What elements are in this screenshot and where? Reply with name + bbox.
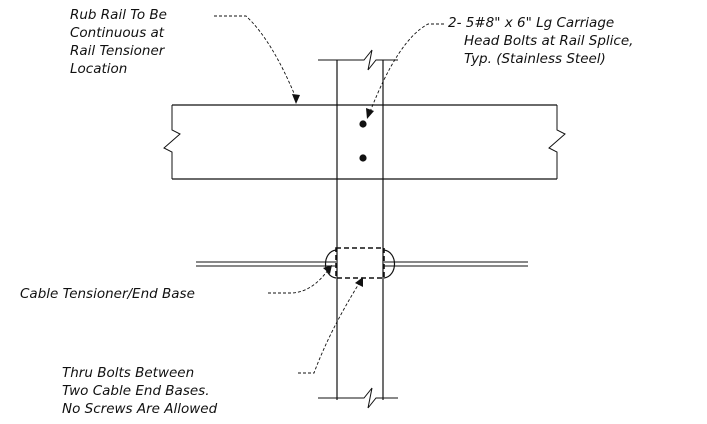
carriage-bolts-note: 2- 5#8" x 6" Lg Carriage Head Bolts at R…	[448, 15, 638, 67]
carriage-bolts-leader	[369, 23, 444, 113]
rub-rail-leader-arrow	[292, 94, 300, 104]
cable-tensioner-note: Cable Tensioner/End Base	[20, 286, 195, 302]
carriage-bolts-note-line: Head Bolts at Rail Splice,	[464, 33, 633, 49]
cable-tensioner-note-line: Cable Tensioner/End Base	[20, 286, 195, 302]
thru-bolts-leader-arrow	[355, 277, 363, 287]
carriage-bolt-upper	[359, 120, 367, 128]
rub-rail-note-line: Continuous at	[70, 25, 165, 41]
thru-bolts-note-line: Thru Bolts Between	[62, 365, 194, 381]
carriage-bolts-leader-arrow	[366, 108, 374, 119]
cable	[196, 261, 528, 267]
rail-left-break-line	[163, 105, 181, 179]
thru-bolts-leader	[298, 281, 361, 374]
post-top-break-line	[318, 49, 398, 71]
post-bottom-break-line	[318, 387, 398, 409]
rub-rail-leader	[214, 15, 297, 99]
leader-lines	[214, 15, 444, 374]
thru-bolts-note-line: Two Cable End Bases.	[62, 383, 210, 399]
rub-rail-note: Rub Rail To Be Continuous at Rail Tensio…	[70, 7, 171, 77]
post	[318, 49, 398, 409]
thru-bolts-note: Thru Bolts Between Two Cable End Bases. …	[62, 365, 218, 417]
rail-right-break-line	[548, 105, 566, 179]
cable-end-base-hidden-outline	[335, 247, 385, 279]
carriage-bolts-note-line: Typ. (Stainless Steel)	[464, 51, 606, 67]
rub-rail	[163, 104, 566, 180]
rub-rail-note-line: Location	[70, 61, 127, 77]
rub-rail-note-line: Rub Rail To Be	[70, 7, 167, 23]
rub-rail-note-line: Rail Tensioner	[70, 43, 166, 59]
cable-tensioner-leader	[268, 269, 329, 294]
carriage-bolt-lower	[359, 154, 367, 162]
thru-bolts-note-line: No Screws Are Allowed	[62, 401, 218, 417]
cable-end-base-right	[383, 249, 396, 279]
cable-end-base-assembly	[324, 247, 396, 279]
cable-end-base-left	[324, 249, 337, 279]
cable-tensioner-leader-arrow	[323, 265, 332, 274]
carriage-bolts-note-line: 2- 5#8" x 6" Lg Carriage	[448, 15, 614, 31]
